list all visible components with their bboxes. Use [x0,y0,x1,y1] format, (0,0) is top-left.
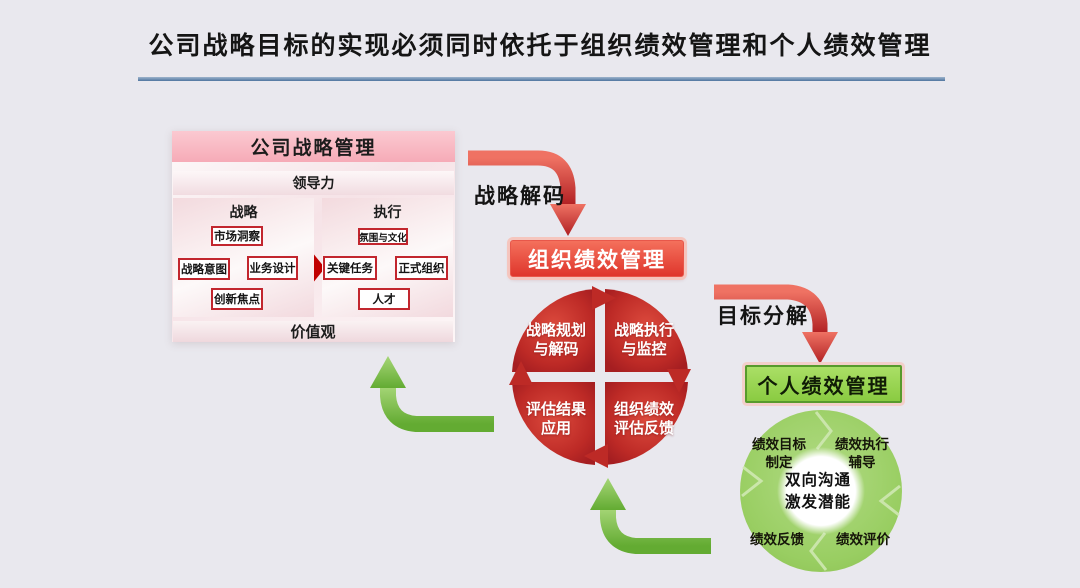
title-divider [138,77,945,81]
cycle-arrowhead-left-icon [509,361,533,385]
node-business-design: 业务设计 [247,256,298,280]
cycle-center-text: 双向沟通激发潜能 [784,471,851,511]
cycle-arrowhead-bottom-icon [584,444,608,468]
cycle-arrowhead-top-icon [592,286,616,310]
segment-separator-bottom [809,532,828,571]
quadrant-eval-feedback: 组织绩效评估反馈 [613,400,674,437]
goal-decompose-label: 目标分解 [717,304,809,328]
blm-values-band: 价值观 [173,321,453,342]
node-formal-org: 正式组织 [395,256,448,280]
feedback-arrow-to-strategy-icon [370,356,494,432]
execution-label: 执行 [373,205,402,221]
strategy-decode-arrow-icon [468,150,586,236]
strategy-decode-label: 战略解码 [474,184,566,208]
quadrant-result-apply: 评估结果应用 [525,400,586,437]
goal-decompose-arrow-icon [714,284,838,364]
strategy-label: 战略 [229,205,258,221]
cycle-arrowhead-right-icon [667,369,691,393]
blm-title: 公司战略管理 [172,131,455,162]
page-title: 公司战略目标的实现必须同时依托于组织绩效管理和个人绩效管理 [148,31,932,60]
org-performance-title: 组织绩效管理 [510,240,684,277]
blm-leadership-band: 领导力 [173,171,454,195]
segment-feedback: 绩效反馈 [750,532,804,548]
segment-evaluation: 绩效评价 [836,532,890,548]
segment-execution-coaching: 绩效执行辅导 [835,437,889,471]
segment-separator-left [741,465,764,498]
node-key-tasks: 关键任务 [323,256,377,280]
segment-goal-setting: 绩效目标制定 [752,437,806,471]
feedback-arrow-to-org-icon [590,478,711,554]
node-culture-climate: 氛围与文化 [358,228,408,245]
personal-performance-title: 个人绩效管理 [745,365,902,403]
segment-separator-top [814,411,833,450]
node-talent: 人才 [358,288,410,310]
org-performance-cycle [509,286,691,468]
quadrant-plan-decode: 战略规划与解码 [525,321,586,358]
segment-separator-right [878,484,901,517]
personal-performance-cycle [740,410,902,572]
company-strategy-panel: 公司战略管理 领导力 战略 执行 市场洞察 战略意图 业务设计 创新焦点 氛围与… [172,131,455,342]
node-innovation-focus: 创新焦点 [211,288,263,310]
node-market-insight: 市场洞察 [211,226,263,246]
quadrant-execute-monitor: 战略执行与监控 [613,321,674,358]
node-strategic-intent: 战略意图 [178,258,230,280]
